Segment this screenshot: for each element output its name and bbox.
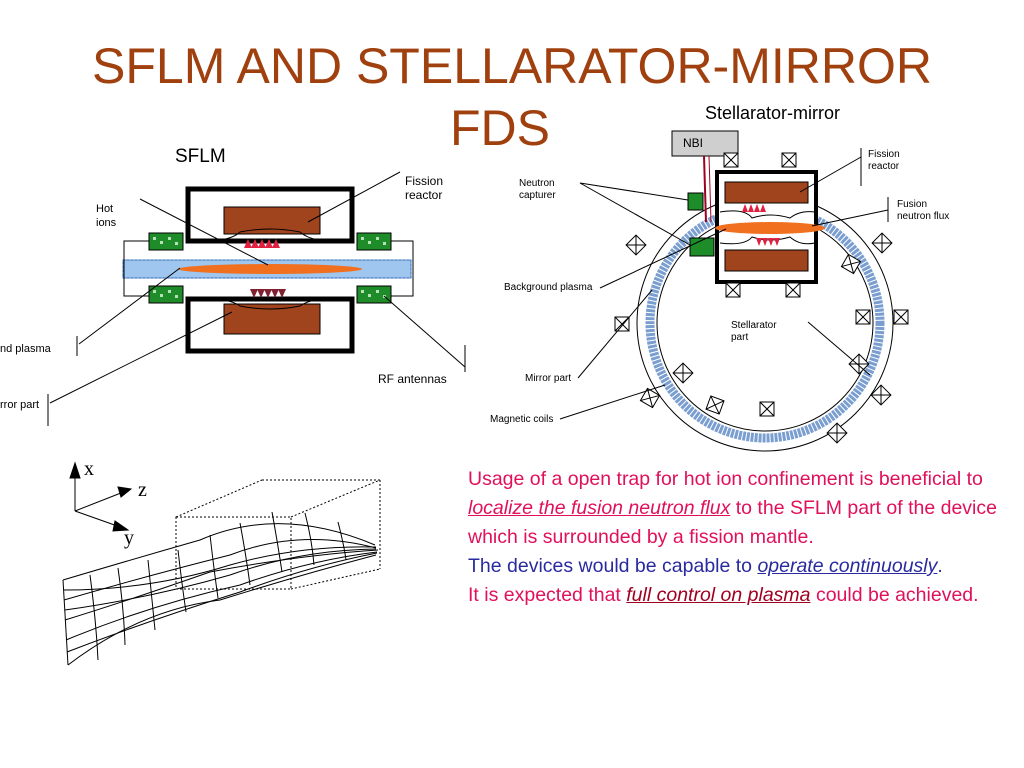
stellarator-label-neutron-capturer: Neutron capturer [519, 178, 556, 201]
sflm-label-mirror-part: rror part [0, 399, 40, 411]
magnetic-coils [614, 152, 909, 417]
sflm-rf-antennas [148, 232, 392, 304]
stellarator-reactor-top [724, 181, 809, 204]
sflm-hot-ions [178, 264, 362, 274]
slide-title-line2: FDS [450, 100, 550, 156]
stellarator-label-fission-reactor: Fission reactor [868, 149, 900, 172]
wireframe-3d [62, 461, 381, 666]
stellarator-diagram [559, 130, 909, 452]
sflm-diagram [47, 171, 466, 426]
stellarator-fusion-flux [715, 222, 825, 234]
stellarator-label-magnetic-coils: Magnetic coils [490, 414, 554, 425]
body-text: Usage of a open trap for hot ion confine… [468, 465, 1013, 610]
link-operate-continuously[interactable]: operate continuously [757, 555, 938, 577]
sflm-heading: SFLM [175, 146, 226, 167]
stellarator-label-fusion-flux: Fusion neutron flux [897, 199, 950, 222]
nbi-label: NBI [683, 136, 704, 150]
stellarator-heading: Stellarator-mirror [705, 103, 841, 123]
stellarator-label-mirror-part: Mirror part [525, 373, 572, 384]
paragraph-operate: The devices would be capable to operate … [468, 555, 943, 577]
stellarator-label-background-plasma: Background plasma [504, 282, 593, 293]
stellarator-reactor-bottom [724, 249, 809, 272]
paragraph-control: It is expected that full control on plas… [468, 584, 979, 606]
axis-x-label: x [84, 458, 94, 480]
axis-y-label: y [124, 527, 134, 549]
axis-z-label: z [138, 479, 147, 501]
sflm-label-background-plasma: nd plasma [0, 343, 51, 355]
slide-title-line1: SFLM AND STELLARATOR-MIRROR [92, 38, 932, 94]
nbi-box [671, 130, 739, 157]
sflm-label-rf-antennas: RF antennas [378, 372, 447, 386]
link-localize-flux[interactable]: localize the fusion neutron flux [468, 497, 731, 519]
sflm-label-fission-reactor: Fission reactor [405, 174, 444, 202]
sflm-label-hot-ions: Hot ions [96, 203, 117, 229]
paragraph-neutron-flux: Usage of a open trap for hot ion confine… [468, 468, 997, 548]
link-full-control[interactable]: full control on plasma [626, 584, 811, 606]
stellarator-label-stellarator-part: Stellarator part [731, 320, 777, 343]
neutron-capturer-1 [687, 192, 704, 211]
sflm-fission-reactor-top [223, 206, 321, 235]
